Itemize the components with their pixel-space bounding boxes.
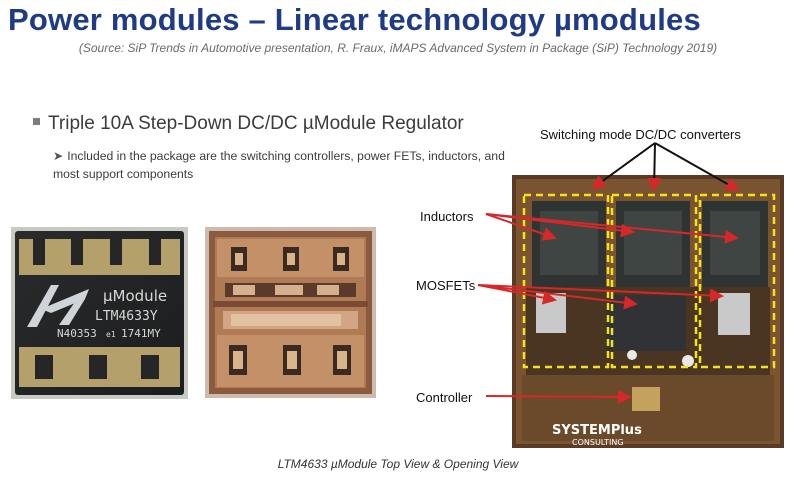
sub-bullet: ➤Included in the package are the switchi… <box>53 147 523 183</box>
sub-bullet-text: Included in the package are the switchin… <box>53 149 505 181</box>
controller-label: Controller <box>416 390 473 405</box>
chip-lot-suffix-text: e1 <box>106 330 116 339</box>
mosfets-label: MOSFETs <box>416 278 476 293</box>
watermark-main: SYSTEMPlus <box>552 423 642 438</box>
figure-caption: LTM4633 µModule Top View & Opening View <box>277 457 519 471</box>
chip-part-text: LTM4633Y <box>95 309 158 324</box>
watermark-sub: CONSULTING <box>572 438 624 447</box>
switching-label: Switching mode DC/DC converters <box>540 127 741 142</box>
arrow-bullet-icon: ➤ <box>53 149 64 163</box>
inductors-label: Inductors <box>420 209 474 224</box>
module-opening-view-image <box>205 227 376 398</box>
main-bullet: Triple 10A Step-Down DC/DC µModule Regul… <box>33 113 464 135</box>
source-citation: (Source: SiP Trends in Automotive presen… <box>78 41 718 55</box>
chip-lot-text: N40353 <box>57 327 97 340</box>
main-bullet-text: Triple 10A Step-Down DC/DC µModule Regul… <box>48 113 464 134</box>
module-top-view-image: µModule LTM4633Y N40353 e1 1741MY <box>11 227 188 399</box>
bullet-square-icon <box>33 118 40 125</box>
chip-brand-text: µModule <box>103 287 167 305</box>
slide-title: Power modules – Linear technology µmodul… <box>8 2 701 37</box>
module-internal-view-image: SYSTEMPlus CONSULTING <box>512 175 784 448</box>
chip-date-text: 1741MY <box>121 327 161 340</box>
